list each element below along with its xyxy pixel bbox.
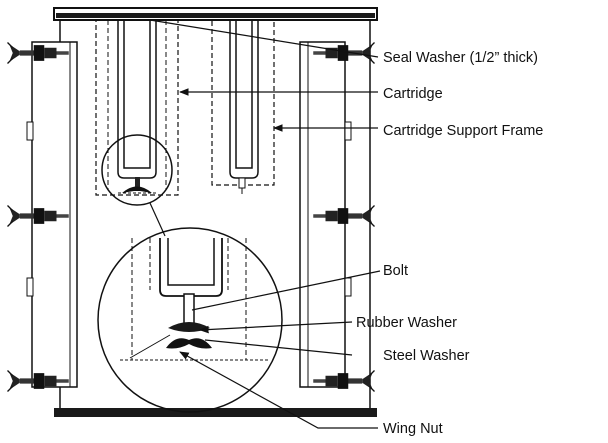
- leader-lines: [149, 19, 381, 429]
- label-seal-washer: Seal Washer (1/2” thick): [383, 50, 538, 66]
- label-wing-nut: Wing Nut: [383, 421, 443, 437]
- detail-circle-small: [101, 134, 173, 237]
- bolt-shape: [183, 293, 195, 325]
- wing-nut-shape: [166, 338, 212, 349]
- detail-circle-large: [97, 227, 283, 413]
- label-steel-washer: Steel Washer: [383, 348, 470, 364]
- housing-body: [26, 7, 378, 417]
- label-cartridge-support-frame: Cartridge Support Frame: [383, 123, 543, 139]
- label-cartridge: Cartridge: [383, 86, 443, 102]
- label-bolt: Bolt: [383, 263, 408, 279]
- bottom-flange: [54, 408, 377, 417]
- seal-washer-band: [56, 13, 375, 18]
- rubber-washer-shape: [168, 322, 210, 332]
- cartridge-support-frames: [117, 20, 259, 194]
- label-rubber-washer: Rubber Washer: [356, 315, 457, 331]
